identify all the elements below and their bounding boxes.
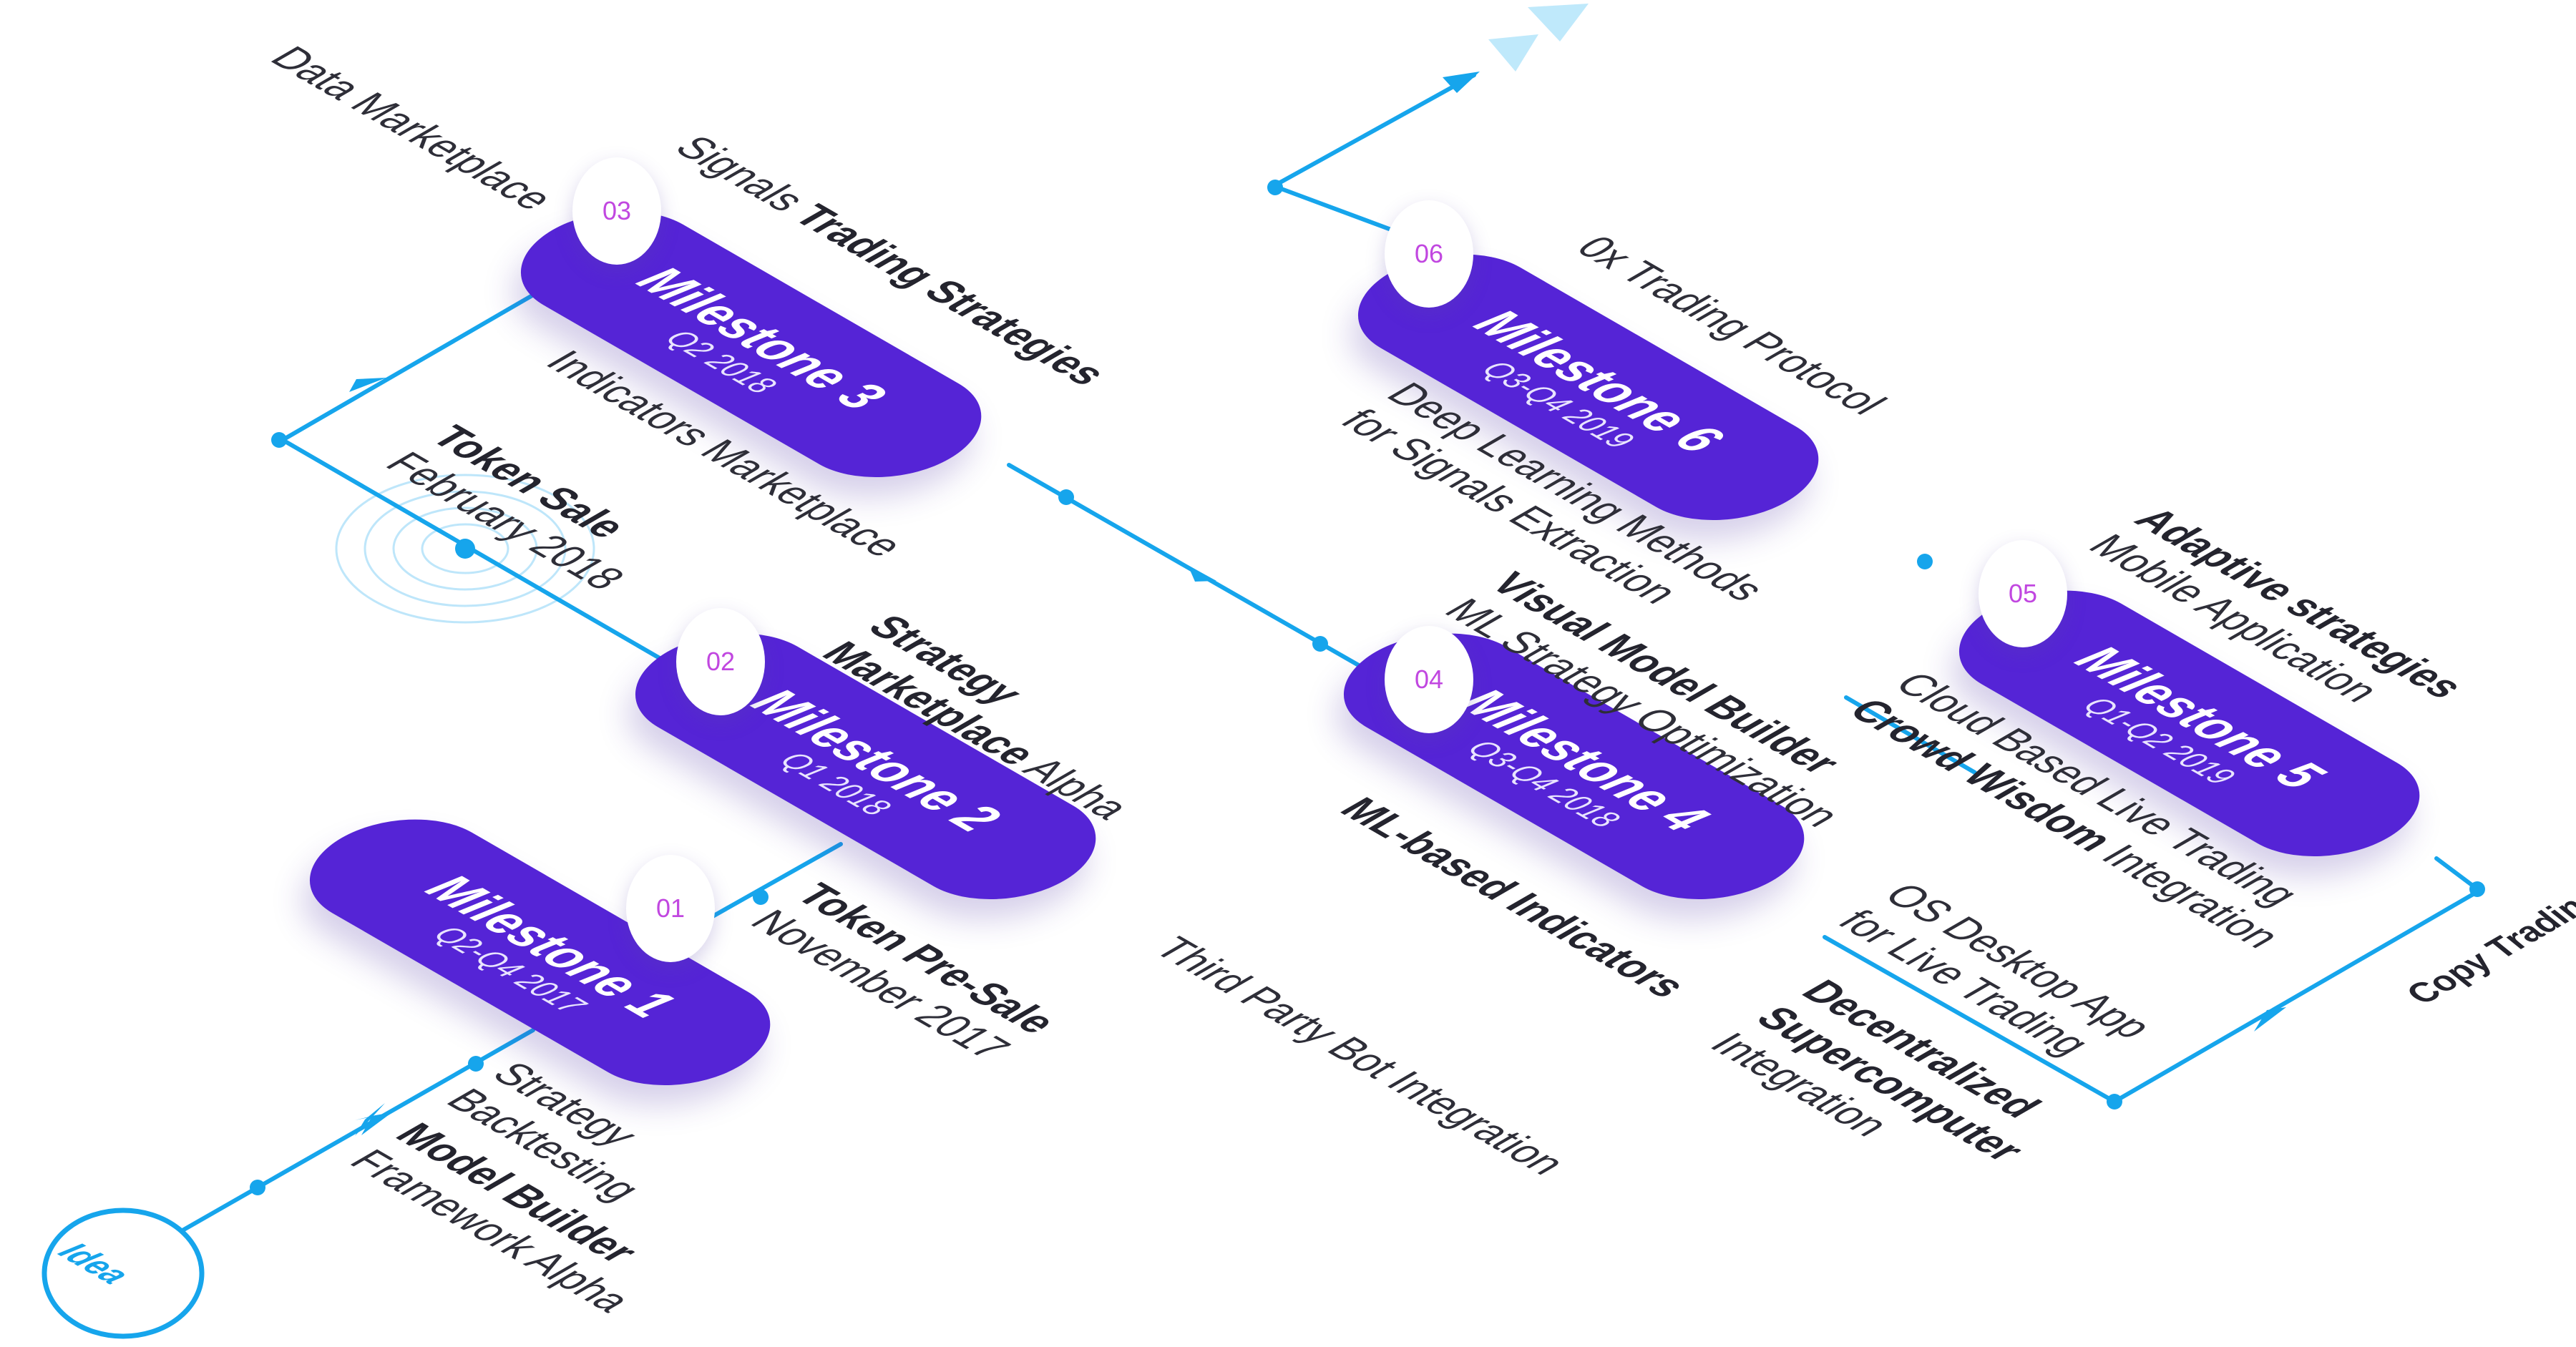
arrow-head [355, 1112, 392, 1120]
milestone-4-badge: 04 [1385, 626, 1473, 733]
path-dot [1267, 180, 1283, 195]
arrow-head [349, 378, 386, 392]
arrow-head [1443, 72, 1480, 93]
path-dot [271, 432, 287, 448]
path-m5-m6 [1844, 695, 1977, 775]
path-dot [1058, 489, 1074, 505]
exit-arrow-light [1528, 4, 1589, 41]
path-dot [2107, 1094, 2122, 1110]
path-dot [468, 1056, 484, 1072]
path-dot [2469, 881, 2485, 897]
arrow-head [2254, 1007, 2286, 1032]
path-dot [1312, 636, 1328, 652]
milestone-3-badge: 03 [572, 157, 661, 265]
path-dot [1917, 554, 1933, 569]
arrow-head [1188, 565, 1216, 582]
token-sale-rings [335, 474, 595, 624]
path-m4-m5 [1823, 856, 2482, 1104]
path-dot [753, 889, 769, 905]
milestone-5-badge: 05 [1979, 540, 2067, 647]
path-dot [250, 1180, 265, 1195]
idea-node [42, 1208, 205, 1339]
arrow-head [361, 1112, 392, 1135]
milestone-1-badge: 01 [626, 855, 715, 962]
exit-arrow-light [1488, 34, 1538, 72]
path-m1-m2 [699, 842, 843, 925]
milestone-6-badge: 06 [1385, 200, 1473, 308]
arrow-head [355, 1103, 385, 1136]
milestone-2-badge: 02 [676, 608, 765, 715]
token-sale-dot [455, 539, 475, 559]
